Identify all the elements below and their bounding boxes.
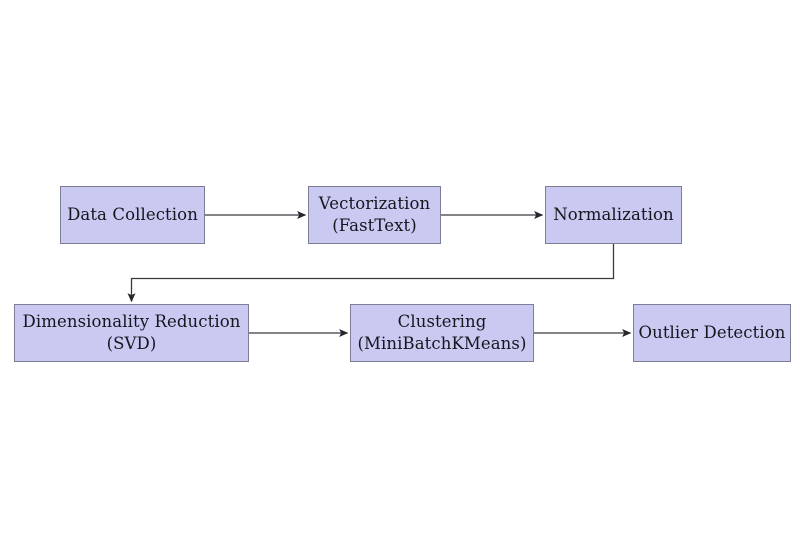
node-data-collection[interactable]: Data Collection [60, 186, 205, 244]
node-clustering-label-line1: Clustering [397, 312, 487, 332]
node-vectorization-label-line2: (FastText) [332, 216, 417, 235]
node-dimensionality-reduction-label-line2: (SVD) [106, 334, 157, 353]
node-outlier-detection[interactable]: Outlier Detection [633, 304, 791, 362]
node-dimensionality-reduction-label-line1: Dimensionality Reduction [22, 312, 241, 332]
node-vectorization-label-line1: Vectorization [318, 194, 431, 214]
node-dimensionality-reduction[interactable]: Dimensionality Reduction (SVD) [14, 304, 249, 362]
node-outlier-detection-label-line1: Outlier Detection [638, 323, 786, 343]
node-clustering[interactable]: Clustering (MiniBatchKMeans) [350, 304, 534, 362]
node-data-collection-label-line1: Data Collection [67, 205, 198, 225]
node-vectorization[interactable]: Vectorization (FastText) [308, 186, 441, 244]
node-clustering-label-line2: (MiniBatchKMeans) [357, 334, 527, 353]
edge-normalization-to-dimensionality-reduction [127, 244, 615, 303]
node-normalization[interactable]: Normalization [545, 186, 682, 244]
node-normalization-label-line1: Normalization [553, 205, 674, 225]
